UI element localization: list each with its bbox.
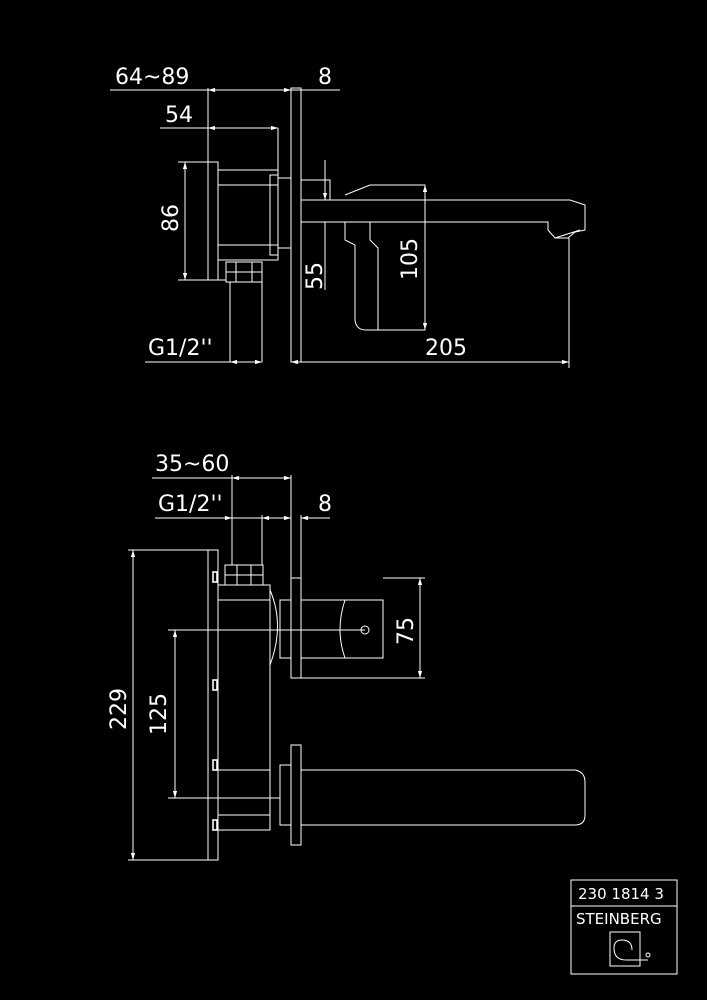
product-code: 230 1814 3 xyxy=(578,885,664,903)
title-block: 230 1814 3 STEINBERG xyxy=(570,879,678,975)
spout xyxy=(301,199,586,239)
dim-105: 105 xyxy=(398,238,423,280)
brand-name: STEINBERG xyxy=(576,910,662,928)
dim-thread-top: G1/2'' xyxy=(148,336,213,361)
valve-body xyxy=(217,584,271,831)
bottom-view: 35~60 G1/2'' 8 75 229 125 xyxy=(107,452,586,861)
dim-64-89: 64~89 xyxy=(115,65,189,90)
dim-229: 229 xyxy=(107,688,132,730)
dim-54: 54 xyxy=(165,103,193,128)
mounting-plate xyxy=(207,549,219,861)
spout-front xyxy=(301,769,586,826)
steinberg-logo xyxy=(609,931,651,967)
body-flange xyxy=(207,161,219,281)
dim-8-top: 8 xyxy=(318,65,332,90)
lever-handle xyxy=(344,222,426,331)
dim-205: 205 xyxy=(425,336,467,361)
dim-thread-bottom: G1/2'' xyxy=(158,492,223,517)
dim-35-60: 35~60 xyxy=(155,452,229,477)
wall-plate xyxy=(290,87,302,363)
handle-front xyxy=(301,599,384,659)
dim-86: 86 xyxy=(159,204,184,232)
lever-top xyxy=(344,184,426,200)
dim-125: 125 xyxy=(147,693,172,735)
body-box xyxy=(217,169,279,261)
dim-75: 75 xyxy=(394,617,419,645)
top-view: 64~89 8 54 86 55 105 G1/2'' 205 xyxy=(110,65,586,368)
dim-55: 55 xyxy=(303,262,328,290)
dim-8-bottom: 8 xyxy=(318,492,332,517)
